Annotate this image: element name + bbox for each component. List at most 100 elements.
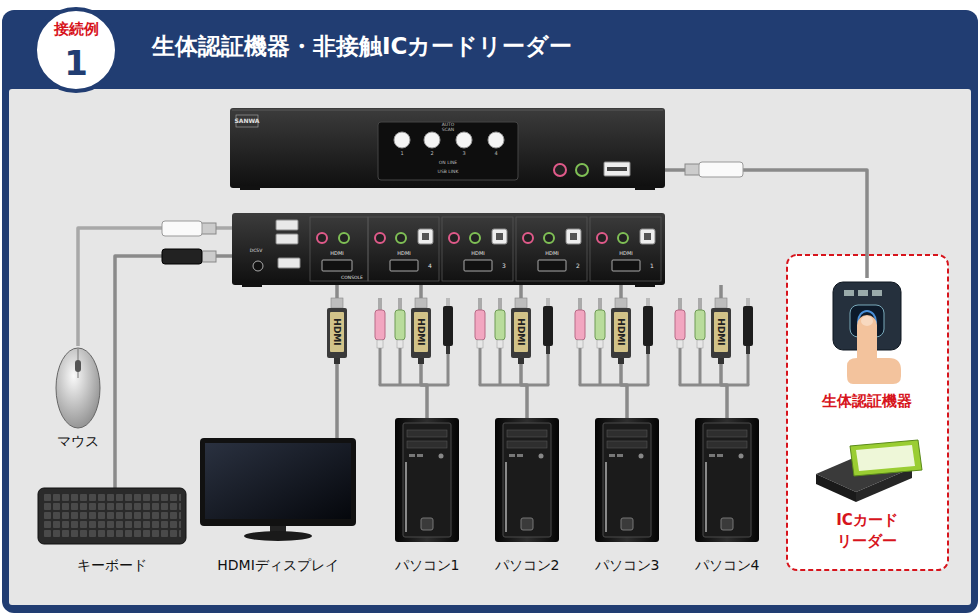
- card-reader-icon: [816, 440, 922, 502]
- usb-plug: [699, 162, 743, 177]
- panel-label: ON LINE: [439, 160, 457, 165]
- kvm-front-body: [488, 132, 504, 148]
- kvm-front-body: [604, 162, 630, 176]
- biometric-device: 生体認証機器: [812, 278, 922, 414]
- biometric-icon: [847, 358, 901, 384]
- kvm-rear-body: [276, 234, 298, 244]
- plug-label: HDMI: [416, 318, 426, 345]
- cable-line: [78, 228, 232, 346]
- device-label: パソコン4: [695, 557, 760, 573]
- keyboard-icon: [38, 488, 186, 544]
- biometric-icon: [858, 290, 868, 296]
- panel-label: SANWA: [235, 118, 260, 125]
- card-reader-icon: [816, 474, 856, 502]
- badge-text: 接続例: [54, 21, 99, 38]
- panel-label: 2: [430, 151, 433, 157]
- cable-line: [665, 170, 867, 278]
- display-device: HDMIディスプレイ: [198, 438, 358, 576]
- frame-background: [9, 89, 971, 605]
- panel-label: 4: [494, 151, 497, 157]
- usb-plug: [162, 162, 743, 264]
- biometric-icon: [872, 290, 882, 296]
- mouse-icon: [56, 348, 100, 428]
- kvm-front-body: [576, 164, 588, 176]
- frame-background: [2, 10, 978, 613]
- panel-label: HDMI: [545, 251, 558, 257]
- panel-label: 3: [502, 263, 506, 270]
- device-label: キーボード: [77, 557, 147, 573]
- kvm-rear-body: [635, 283, 655, 287]
- kvm-rear-body: [242, 283, 262, 287]
- device-label: HDMIディスプレイ: [217, 557, 339, 573]
- usb-plug: [162, 221, 202, 236]
- kvm-front-body: [424, 132, 440, 148]
- device-label: パソコン1: [395, 557, 460, 573]
- keyboard-icon: [38, 488, 186, 544]
- device-label: マウス: [57, 433, 99, 449]
- monitor-icon: [200, 438, 356, 526]
- kvm-front-body: [607, 167, 627, 171]
- ic-card-reader: ICカード リーダー: [812, 436, 922, 555]
- monitor-icon: [244, 531, 312, 541]
- kvm-rear-body: [516, 217, 587, 281]
- mouse-icon: [56, 348, 100, 428]
- pc-device: パソコン1: [389, 418, 465, 576]
- kvm-rear-body: [276, 220, 298, 230]
- kvm-front-body: [240, 186, 260, 190]
- pc-tower-icon: [595, 418, 659, 542]
- plug-label: HDMI: [716, 318, 726, 345]
- kvm-rear-body: [590, 217, 661, 281]
- badge-outline: [35, 9, 117, 91]
- kvm-front-body: [230, 108, 665, 190]
- pc-device: パソコン4: [689, 418, 765, 576]
- panel-label: AUTO SCAN: [441, 122, 455, 132]
- kvm-front-body: [378, 122, 518, 180]
- cable-plugs: [327, 298, 347, 364]
- panel-label: HDMI: [330, 251, 343, 257]
- plug-label: HDMI: [616, 318, 626, 345]
- pc-tower-icon: [495, 418, 559, 542]
- badge-number: 1: [64, 44, 88, 83]
- pc-tower-icon: [695, 418, 759, 542]
- device-label: パソコン3: [595, 557, 660, 573]
- keyboard-icon: [43, 493, 181, 539]
- pc-tower-icon: [395, 418, 459, 542]
- cable-plugs: [375, 298, 453, 385]
- panel-label: HDMI: [471, 251, 484, 257]
- panel-label: 1: [400, 151, 403, 157]
- mouse-device: マウス: [50, 346, 106, 452]
- pc-device: パソコン3: [589, 418, 665, 576]
- plug-label: HDMI: [516, 318, 526, 345]
- kvm-rear-body: [317, 233, 327, 243]
- panel-label: 3: [462, 151, 465, 157]
- cable-plugs: [675, 298, 753, 385]
- plug-label: HDMI: [332, 318, 342, 345]
- frame-background: [787, 255, 948, 570]
- kvm-rear-body: [368, 217, 439, 281]
- device-label: 生体認証機器: [822, 393, 912, 410]
- kvm-front-body: [635, 186, 655, 190]
- pc-device: パソコン2: [489, 418, 565, 576]
- cable-plugs: [327, 298, 753, 385]
- panel-label: HDMI: [397, 251, 410, 257]
- panel-label: CONSOLE: [341, 275, 363, 280]
- kvm-rear-body: [442, 217, 513, 281]
- kvm-rear-body: [253, 261, 263, 271]
- kvm-rear-body: [310, 217, 368, 281]
- usb-plug: [162, 249, 202, 264]
- pc-tower-icon: [395, 418, 759, 542]
- kvm-rear-body: [278, 258, 300, 268]
- monitor-icon: [200, 438, 356, 541]
- biometric-icon: [861, 316, 873, 326]
- mouse-icon: [75, 360, 81, 372]
- panel-label: HDMI: [619, 251, 632, 257]
- kvm-front-body: [394, 132, 410, 148]
- device-label: パソコン2: [495, 557, 560, 573]
- kvm-rear-panel: DC5VHDMICONSOLEHDMI4HDMI3HDMI2HDMI1: [232, 213, 665, 285]
- kvm-front-body: [554, 164, 566, 176]
- kvm-rear-body: [232, 213, 665, 287]
- device-label: ICカード リーダー: [817, 510, 917, 552]
- panel-label: DC5V: [250, 248, 263, 253]
